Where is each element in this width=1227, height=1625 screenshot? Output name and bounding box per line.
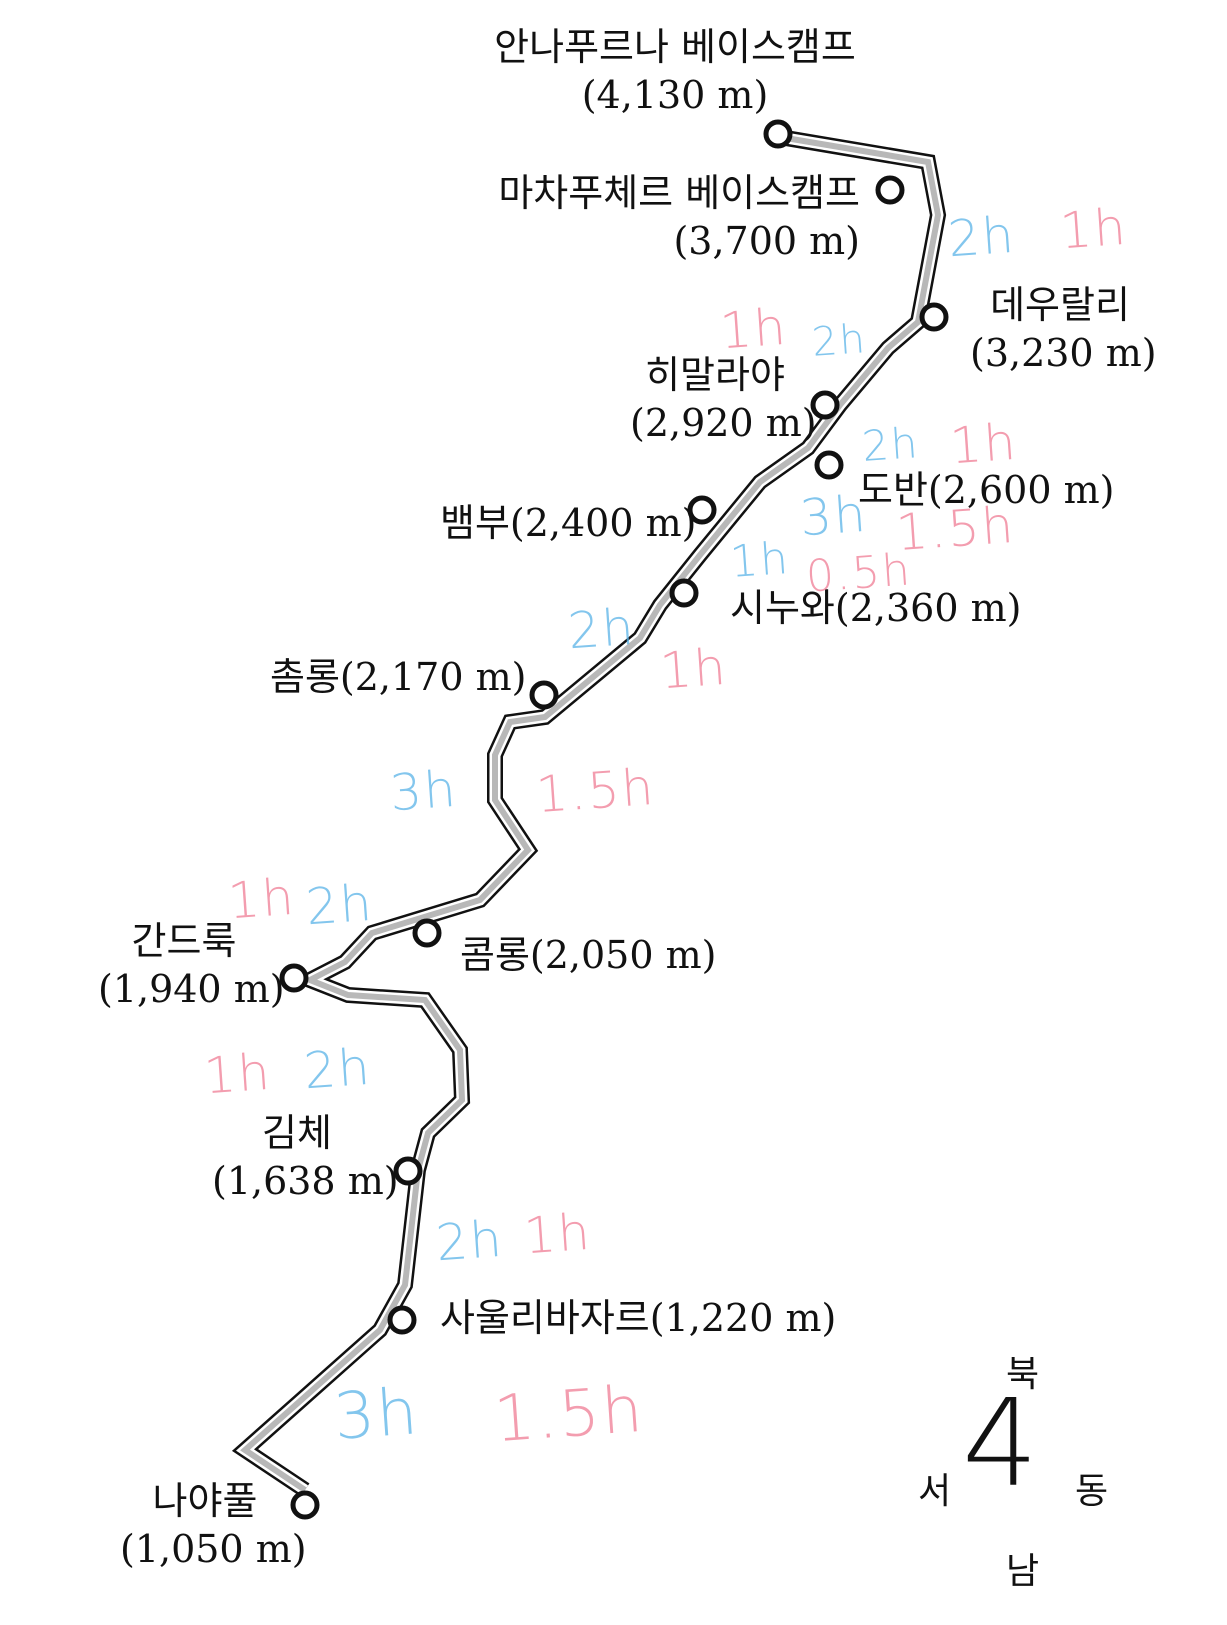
- time-downhill: 0.5h: [804, 544, 914, 603]
- time-uphill: 2h: [434, 1209, 506, 1273]
- station-label-doban: 도반(2,600 m): [858, 467, 1114, 515]
- station-marker-bamboo: [687, 495, 717, 525]
- station-marker-deurali: [919, 302, 949, 332]
- station-elevation: (3,230 m): [970, 330, 1157, 375]
- time-uphill: 2h: [860, 418, 921, 471]
- time-downhill: 1h: [718, 297, 790, 361]
- station-marker-doban: [814, 450, 844, 480]
- time-uphill: 3h: [388, 759, 460, 823]
- time-downhill: 1h: [226, 867, 298, 931]
- station-label-sinuwa: 시누와(2,360 m): [730, 585, 1021, 633]
- station-marker-kimche: [393, 1156, 423, 1186]
- time-uphill: 2h: [810, 316, 869, 366]
- station-name: 히말라야: [645, 353, 785, 397]
- time-downhill: 1h: [202, 1042, 274, 1106]
- station-name: 뱀부: [440, 501, 510, 545]
- station-elevation: (2,600 m): [927, 468, 1115, 512]
- time-downhill: 1.5h: [491, 1372, 647, 1458]
- time-downhill: 1h: [1058, 197, 1130, 261]
- time-uphill: 2h: [946, 205, 1018, 269]
- station-marker-nayapul: [290, 1490, 320, 1520]
- station-label-syauli: 사울리바자르(1,220 m): [440, 1295, 836, 1343]
- station-label-bamboo: 뱀부(2,400 m): [440, 500, 696, 548]
- station-marker-abc: [763, 119, 793, 149]
- compass-west: 서: [918, 1471, 952, 1512]
- station-elevation: (4,130 m): [581, 72, 769, 117]
- station-name: 간드룩: [131, 919, 237, 963]
- station-label-ghandruk: 간드룩 (1,940 m): [98, 918, 285, 1013]
- station-name: 사울리바자르: [440, 1296, 650, 1340]
- compass-east: 동: [1075, 1471, 1109, 1512]
- time-downhill: 1h: [522, 1202, 594, 1266]
- station-elevation: (2,050 m): [529, 933, 717, 977]
- station-marker-himalaya: [810, 390, 840, 420]
- time-uphill: 3h: [798, 484, 870, 548]
- station-label-mbc: 마차푸체르 베이스캠프 (3,700 m): [440, 170, 860, 265]
- time-downhill: 1.5h: [534, 757, 658, 825]
- time-uphill: 2h: [566, 597, 638, 661]
- station-marker-syauli: [387, 1305, 417, 1335]
- station-name: 김체: [262, 1111, 332, 1155]
- station-elevation: (2,920 m): [630, 400, 817, 445]
- station-marker-chhomrong: [529, 680, 559, 710]
- station-markers: [279, 119, 949, 1520]
- station-name: 안나푸르나 베이스캠프: [494, 25, 856, 69]
- time-downhill: 1.5h: [894, 495, 1018, 563]
- station-label-chhomrong: 촘롱(2,170 m): [270, 654, 526, 702]
- time-downhill: 1h: [658, 637, 730, 701]
- station-label-komrong: 콤롱(2,050 m): [460, 932, 716, 980]
- station-label-deurali: 데우랄리 (3,230 m): [970, 282, 1157, 377]
- station-label-abc: 안나푸르나 베이스캠프 (4,130 m): [465, 24, 885, 119]
- time-uphill: 3h: [331, 1375, 422, 1455]
- time-downhill: 1h: [948, 412, 1020, 476]
- compass-south: 남: [1006, 1551, 1040, 1592]
- station-elevation: (2,360 m): [834, 586, 1022, 630]
- time-uphill: 2h: [302, 1037, 374, 1101]
- station-marker-ghandruk: [279, 963, 309, 993]
- station-name: 나야풀: [152, 1479, 258, 1523]
- station-label-nayapul: 나야풀 (1,050 m): [120, 1478, 307, 1573]
- compass-number: 4: [962, 1375, 1039, 1514]
- station-name: 촘롱: [270, 655, 340, 699]
- station-elevation: (1,638 m): [212, 1158, 399, 1203]
- station-name: 시누와: [730, 586, 835, 630]
- station-marker-mbc: [875, 175, 905, 205]
- station-elevation: (1,220 m): [649, 1296, 837, 1340]
- compass-north: 북: [1006, 1354, 1040, 1395]
- station-elevation: (3,700 m): [673, 218, 860, 263]
- time-uphill: 1h: [728, 532, 792, 589]
- station-name: 도반: [858, 468, 928, 512]
- station-label-kimche: 김체 (1,638 m): [212, 1110, 399, 1205]
- station-name: 마차푸체르 베이스캠프: [498, 171, 860, 215]
- station-label-himalaya: 히말라야 (2,920 m): [630, 352, 817, 447]
- station-elevation: (2,170 m): [339, 655, 527, 699]
- route-line: [231, 127, 947, 1497]
- station-name: 콤롱: [460, 933, 530, 977]
- station-marker-komrong: [412, 918, 442, 948]
- station-elevation: (1,050 m): [120, 1526, 307, 1571]
- station-elevation: (1,940 m): [98, 966, 285, 1011]
- station-marker-sinuwa: [669, 578, 699, 608]
- time-uphill: 2h: [304, 873, 376, 937]
- station-name: 데우랄리: [990, 283, 1130, 327]
- station-elevation: (2,400 m): [509, 501, 697, 545]
